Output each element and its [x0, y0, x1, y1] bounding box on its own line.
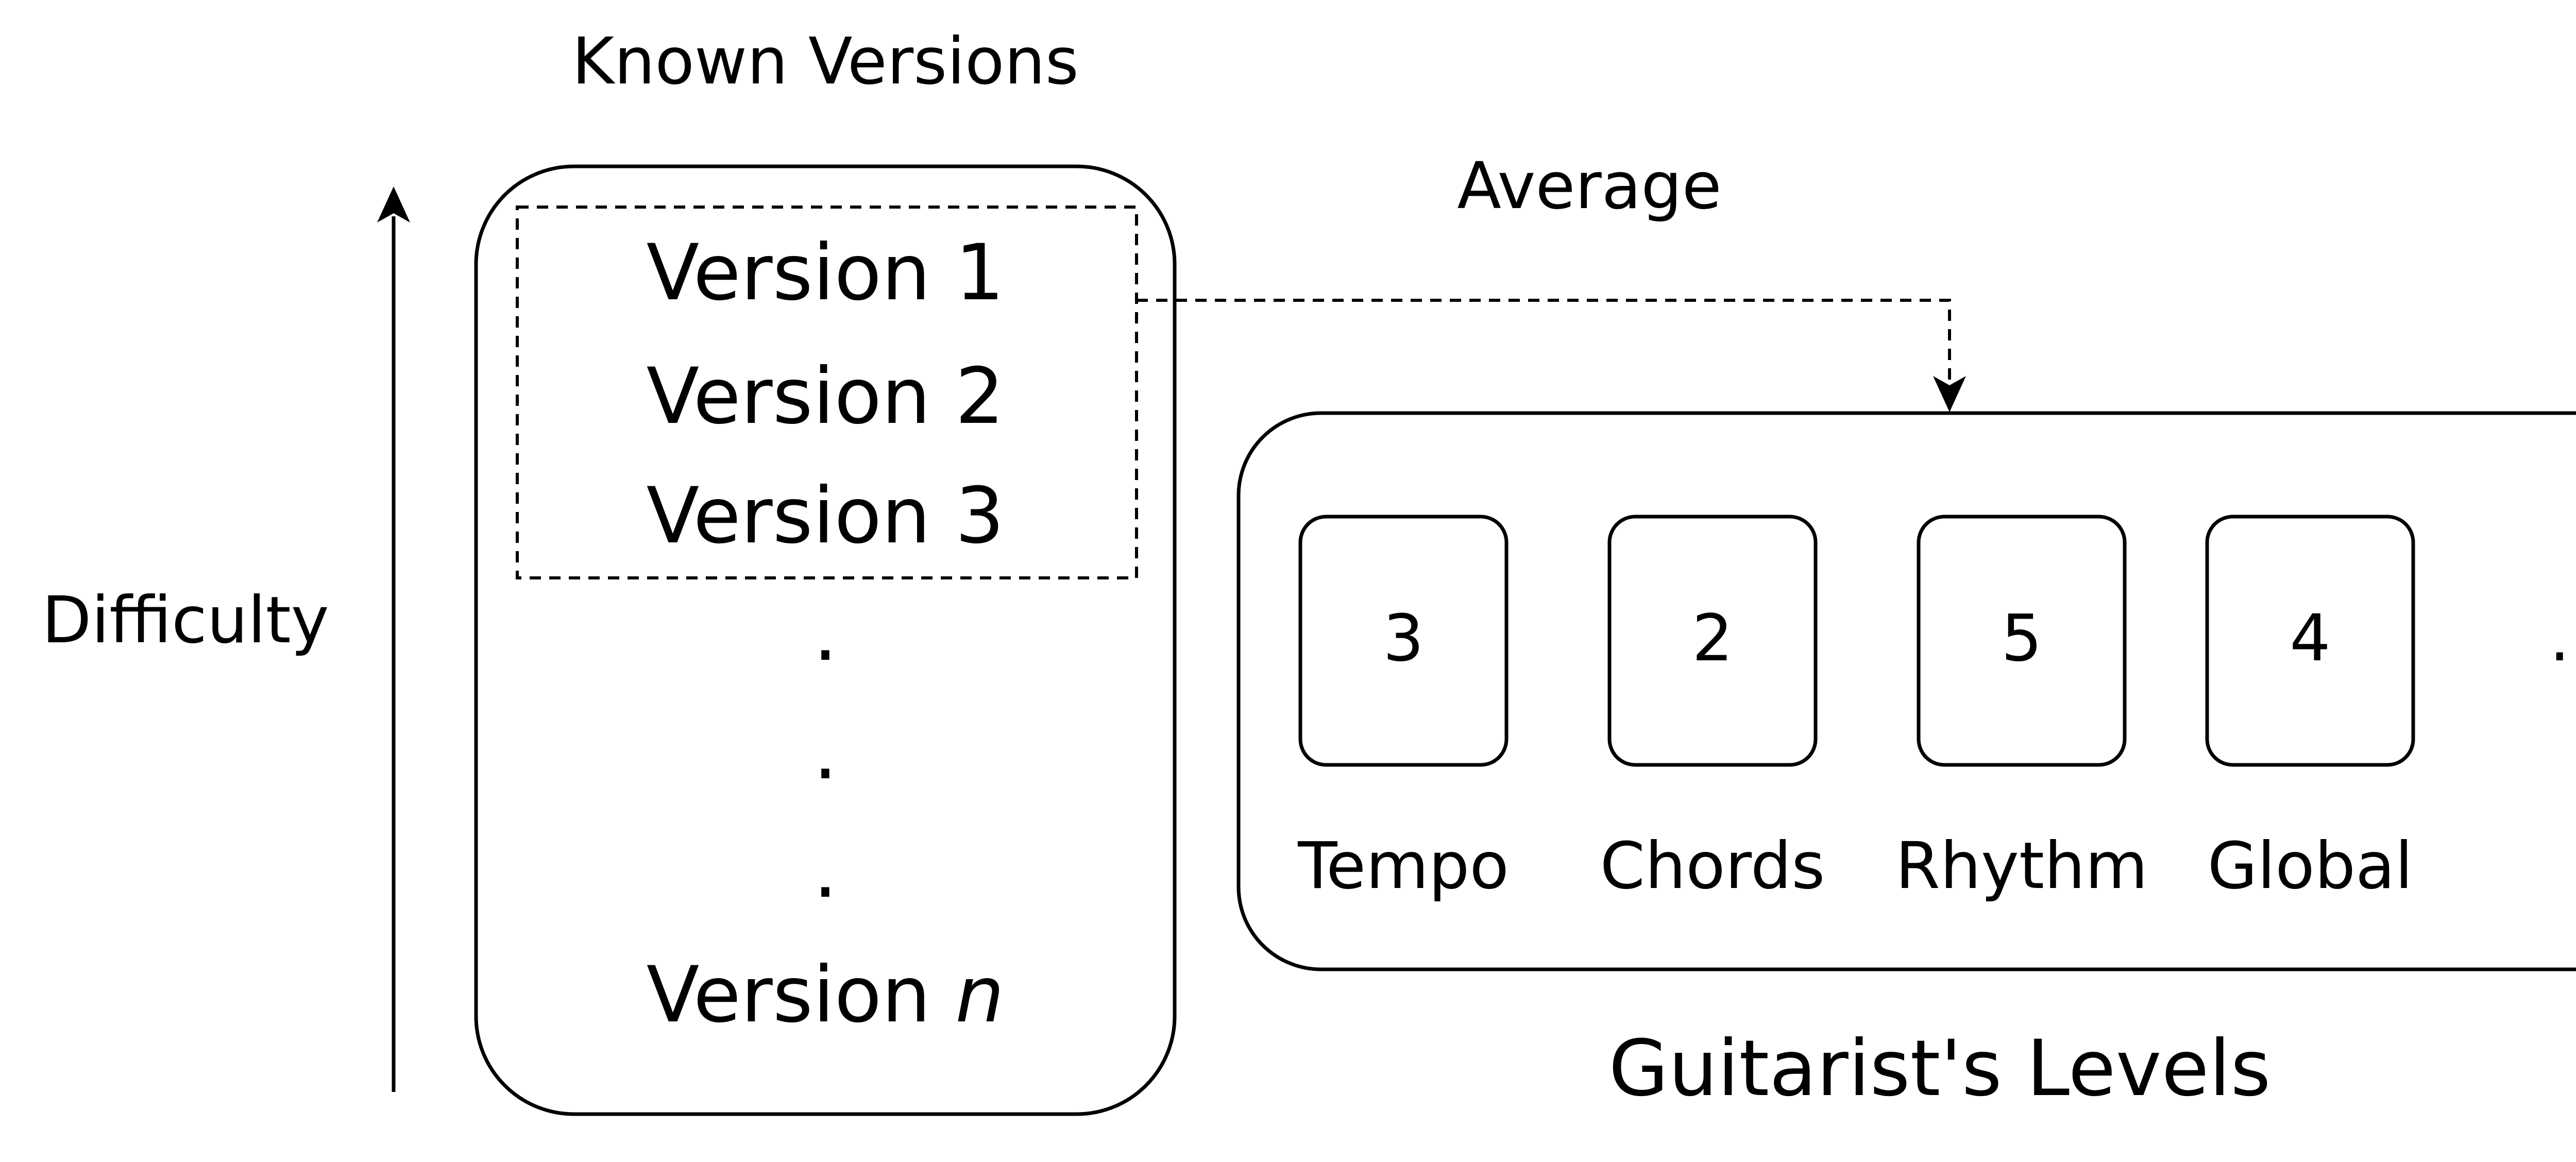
level-item: 5 Rhythm [1895, 515, 2148, 903]
guitarist-levels-title: Guitarist's Levels [1608, 1024, 2270, 1114]
known-versions-panel: Known Versions Version 1 Version 2 Versi… [474, 24, 1177, 1116]
level-label: Tempo [1297, 829, 1509, 903]
level-label: Chords [1600, 829, 1825, 903]
level-value-box [2205, 515, 2415, 767]
level-label: Rhythm [1895, 829, 2148, 903]
level-value-box [1917, 515, 2127, 767]
average-connector: Average [1137, 149, 1966, 412]
difficulty-arrowhead-icon [377, 186, 410, 223]
version-n-prefix: Version [647, 950, 955, 1040]
version-item: Version 3 [647, 471, 1005, 561]
level-label: Global [2208, 829, 2413, 903]
level-value-box [1298, 515, 1509, 767]
level-item: 2 Chords [1600, 515, 1825, 903]
level-value: 4 [2290, 601, 2331, 676]
levels-box [1236, 411, 2576, 971]
level-item: 4 Global [2205, 515, 2415, 903]
difficulty-axis: Difficulty [42, 186, 410, 1092]
level-value: 3 [1383, 601, 1424, 676]
level-item: 3 Tempo [1297, 515, 1509, 903]
version-n-item: Version n [647, 950, 1004, 1040]
more-levels-ellipsis: ... [2549, 601, 2576, 676]
known-versions-title: Known Versions [572, 24, 1079, 99]
ellipsis-dot: . [813, 707, 838, 797]
average-dashed-arrow [1137, 299, 1951, 391]
version-n-variable: n [955, 950, 1004, 1040]
difficulty-label: Difficulty [42, 583, 329, 658]
level-value: 2 [1692, 601, 1733, 676]
version-item: Version 2 [647, 352, 1005, 441]
ellipsis-dot: . [813, 826, 838, 915]
average-arrowhead-icon [1933, 376, 1966, 412]
average-label: Average [1457, 149, 1721, 224]
guitarist-levels-panel: 3 Tempo 2 Chords 5 Rhythm 4 Global ... G… [1236, 411, 2576, 1114]
averaged-versions-selection [516, 206, 1138, 579]
ellipsis-dot: . [813, 589, 838, 678]
known-versions-box [474, 164, 1177, 1116]
version-item: Version 1 [647, 228, 1005, 318]
level-value: 5 [2001, 601, 2042, 676]
level-value-box [1607, 515, 1818, 767]
